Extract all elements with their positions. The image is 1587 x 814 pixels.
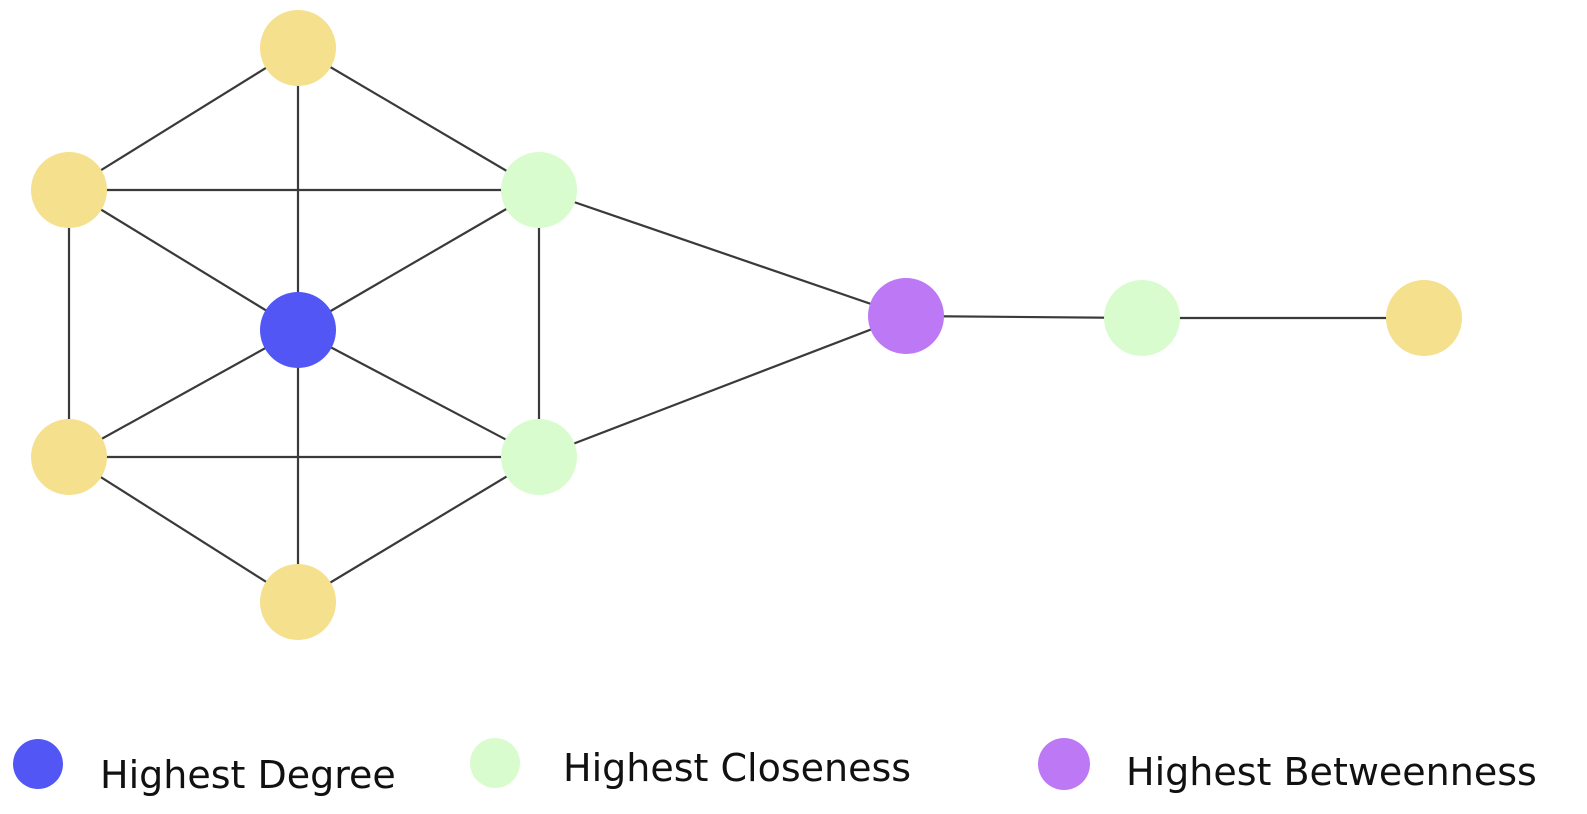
node-n1-default [260, 10, 336, 86]
legend-closeness-swatch [470, 738, 520, 788]
node-n6-closeness [501, 419, 577, 495]
node-n10-default [1386, 280, 1462, 356]
graph-edges [67, 47, 1424, 603]
node-n2-default [31, 152, 107, 228]
node-n7-default [260, 564, 336, 640]
edge-n4-n6 [297, 329, 540, 458]
edge-n3-n8 [538, 188, 907, 318]
node-n5-default [31, 419, 107, 495]
legend-betweenness-swatch [1038, 738, 1090, 790]
node-n9-closeness [1104, 280, 1180, 356]
edge-n2-n4 [68, 189, 299, 331]
edge-n1-n3 [297, 47, 540, 191]
edge-n5-n7 [68, 456, 299, 603]
legend-closeness-label: Highest Closeness [563, 746, 912, 790]
legend-degree-label: Highest Degree [100, 753, 396, 797]
node-n8-betweenness [868, 278, 944, 354]
legend-betweenness-label: Highest Betweenness [1126, 750, 1537, 794]
edge-n6-n7 [297, 456, 540, 603]
edge-n6-n8 [538, 314, 907, 459]
edge-n1-n2 [68, 47, 299, 191]
edge-n8-n9 [905, 314, 1143, 320]
legend-degree-swatch [13, 739, 63, 789]
edge-n3-n4 [297, 189, 540, 331]
graph-nodes [31, 10, 1462, 640]
node-n4-degree [260, 292, 336, 368]
node-n3-closeness [501, 152, 577, 228]
edge-n4-n5 [68, 329, 299, 458]
